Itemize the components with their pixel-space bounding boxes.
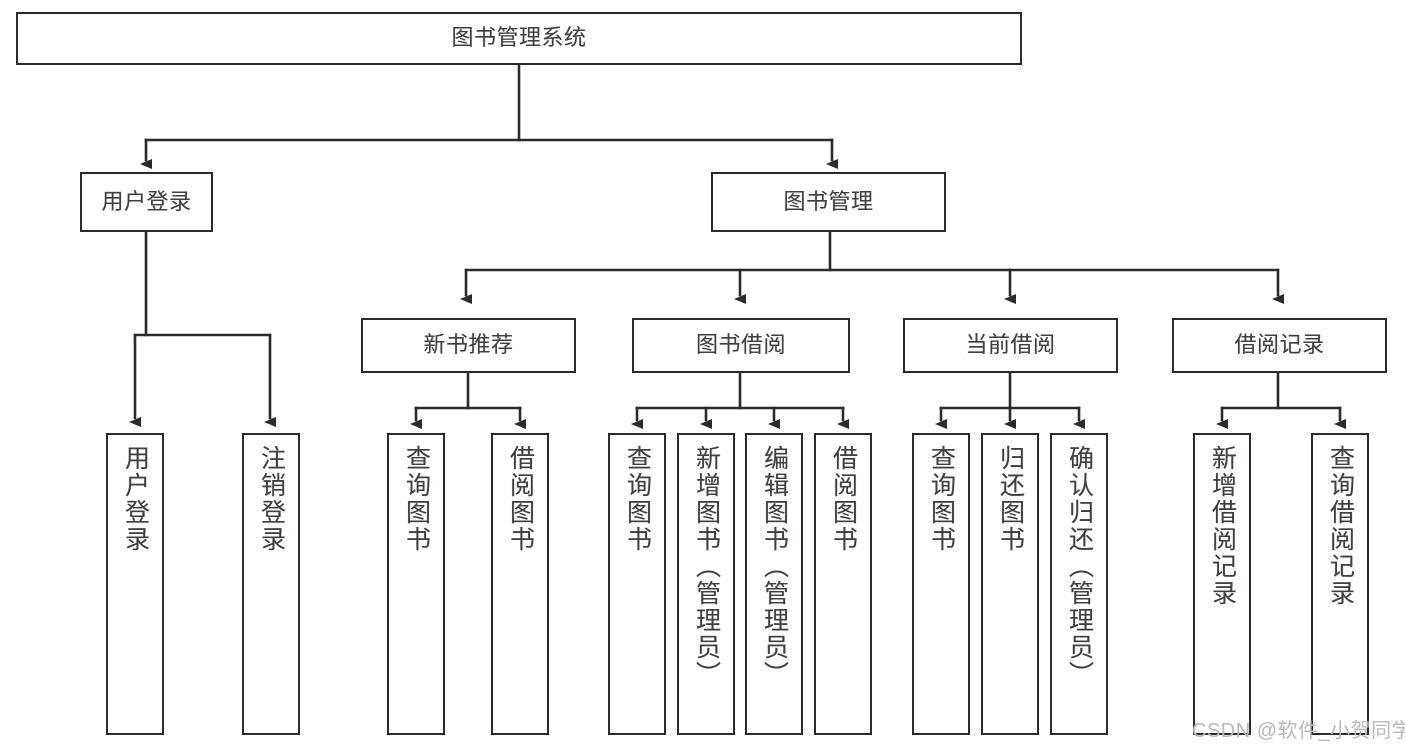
- node-label: 借阅图书: [506, 445, 535, 553]
- node-user-login[interactable]: 用户登录: [80, 172, 213, 232]
- leaf-current-borrow-query-book[interactable]: 查询图书: [912, 433, 970, 735]
- node-label: 借阅记录: [1234, 332, 1325, 358]
- node-label: 查询图书: [927, 445, 956, 553]
- node-label: 查询图书: [623, 445, 652, 553]
- leaf-book-borrow-query-book[interactable]: 查询图书: [608, 433, 666, 735]
- node-root-book-management-system[interactable]: 图书管理系统: [16, 12, 1022, 65]
- node-label: 用户登录: [101, 188, 192, 214]
- node-label: 借阅图书: [829, 445, 858, 553]
- node-label: 编辑图书（管理员）: [760, 445, 789, 688]
- node-label: 新增借阅记录: [1208, 445, 1237, 607]
- csdn-watermark: CSDN @软件_小贺同学: [1192, 720, 1405, 742]
- node-label: 新书推荐: [423, 332, 514, 358]
- node-new-book-recommend[interactable]: 新书推荐: [361, 318, 576, 373]
- node-label: 新增图书（管理员）: [692, 445, 721, 688]
- leaf-user-login-logout[interactable]: 注销登录: [242, 433, 300, 735]
- node-label: 用户登录: [121, 445, 150, 553]
- node-book-borrow[interactable]: 图书借阅: [632, 318, 850, 373]
- leaf-borrow-record-query-record[interactable]: 查询借阅记录: [1311, 433, 1369, 735]
- leaf-current-borrow-confirm-return-admin[interactable]: 确认归还（管理员）: [1050, 433, 1108, 735]
- leaf-book-borrow-edit-book-admin[interactable]: 编辑图书（管理员）: [745, 433, 803, 735]
- node-current-borrow[interactable]: 当前借阅: [903, 318, 1118, 373]
- node-label: 图书管理系统: [451, 25, 587, 51]
- leaf-new-book-query-book[interactable]: 查询图书: [387, 433, 445, 735]
- node-label: 确认归还（管理员）: [1065, 445, 1094, 688]
- leaf-new-book-borrow-book[interactable]: 借阅图书: [491, 433, 549, 735]
- leaf-current-borrow-return-book[interactable]: 归还图书: [981, 433, 1039, 735]
- node-borrow-record[interactable]: 借阅记录: [1172, 318, 1387, 373]
- node-label: 归还图书: [996, 445, 1025, 553]
- node-label: 查询借阅记录: [1326, 445, 1355, 607]
- node-label: 图书管理: [783, 188, 874, 214]
- node-label: 查询图书: [402, 445, 431, 553]
- leaf-borrow-record-add-record[interactable]: 新增借阅记录: [1193, 433, 1251, 735]
- leaf-user-login-login[interactable]: 用户登录: [106, 433, 164, 735]
- node-book-management[interactable]: 图书管理: [711, 172, 946, 232]
- node-label: 图书借阅: [695, 332, 786, 358]
- node-label: 当前借阅: [965, 332, 1056, 358]
- node-label: 注销登录: [257, 445, 286, 553]
- leaf-book-borrow-add-book-admin[interactable]: 新增图书（管理员）: [677, 433, 735, 735]
- leaf-book-borrow-borrow-book[interactable]: 借阅图书: [814, 433, 872, 735]
